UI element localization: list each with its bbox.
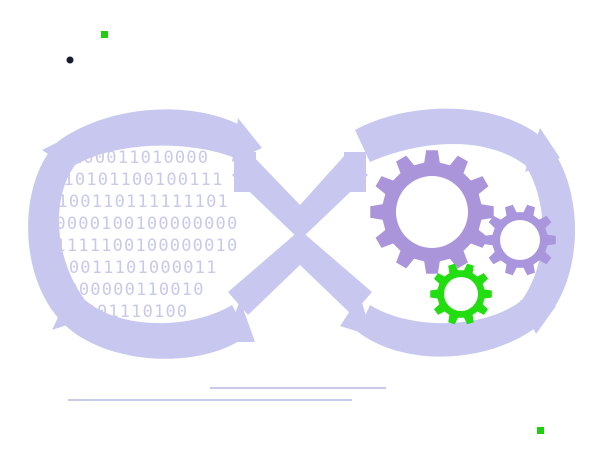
binary-row: 11111100100000010 (44, 236, 238, 256)
binary-row: 010101100100111 (52, 170, 224, 190)
binary-row: 10000100100000000 (44, 214, 238, 234)
binary-row: 1000000110010 (56, 280, 205, 300)
gear-accent-icon (430, 264, 492, 325)
gear-hole (444, 277, 478, 311)
gear-hole (500, 220, 540, 260)
gear-large-icon (370, 150, 493, 273)
gear-hole (396, 176, 468, 248)
binary-row: 0100110111111101 (46, 192, 229, 212)
accent-dot-top (101, 31, 108, 38)
accent-dot-bottom (537, 427, 544, 434)
binary-row: 100011101000011 (46, 258, 218, 278)
dark-dot (67, 57, 74, 64)
